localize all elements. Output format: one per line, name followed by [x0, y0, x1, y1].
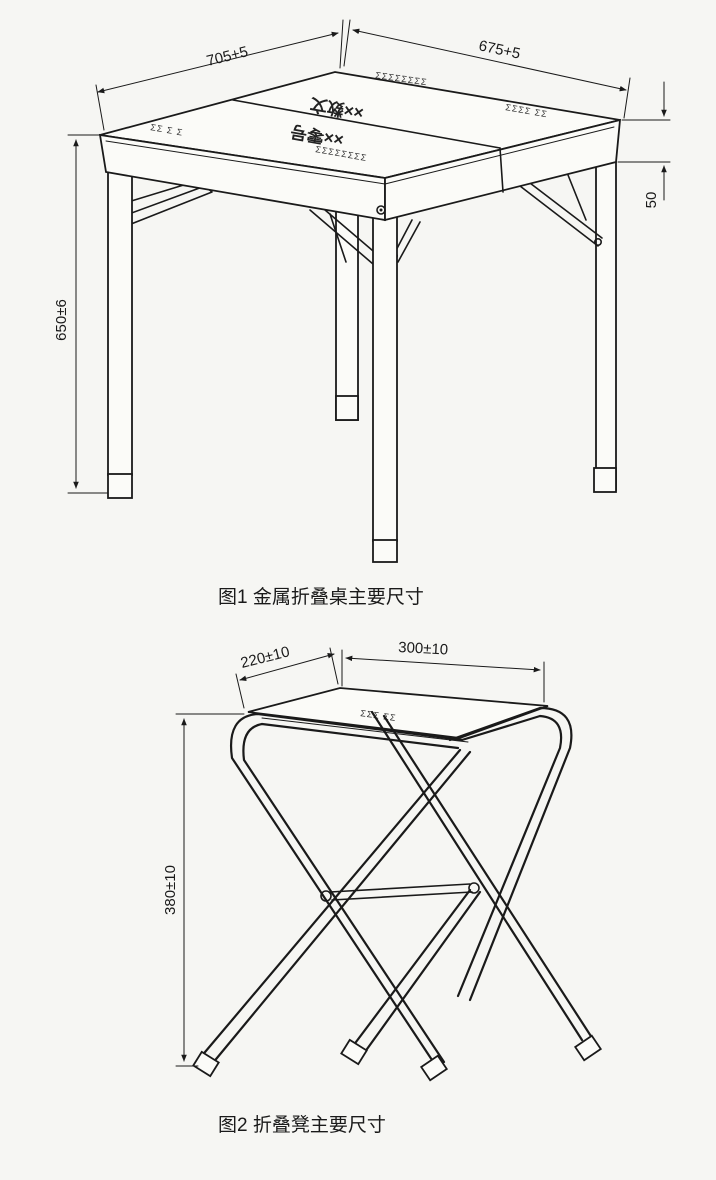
figure2-caption: 图2 折叠凳主要尺寸: [218, 1114, 386, 1136]
stool-back-frame: [448, 706, 573, 1002]
dim-height: 650±6: [53, 134, 109, 494]
stool-cross-legs: [198, 710, 598, 1066]
folding-stool-drawing: ΣΣΣ ΣΣ: [162, 639, 603, 1136]
stool-feet: [192, 1034, 603, 1082]
table-leg-front-center: [372, 214, 398, 563]
table-leg-back-right: [593, 149, 617, 493]
dim-stool-height-label: 380±10: [162, 865, 179, 915]
dim-stool-height: 380±10: [162, 713, 245, 1067]
dim-width-label: 705+5: [205, 43, 250, 70]
table-leg-front-left: [107, 169, 133, 499]
dim-stool-width: 300±10: [341, 639, 545, 703]
table-top: [98, 71, 622, 222]
folding-table-drawing: ××数文 ××零号 ΣΣΣΣΣΣΣΣ ΣΣΣΣΣΣΣΣ ΣΣΣΣ ΣΣ ΣΣ Σ…: [53, 19, 671, 608]
stool-seat: ΣΣΣ ΣΣ: [247, 687, 549, 743]
figure1-caption: 图1 金属折叠桌主要尺寸: [218, 586, 424, 608]
table-leg-back-center: [335, 199, 359, 421]
dim-thickness-label: 50: [643, 192, 660, 209]
stool-front-frame: [230, 712, 464, 1064]
dim-height-label: 650±6: [53, 299, 70, 341]
dim-stool-width-label: 300±10: [398, 639, 449, 659]
dim-thickness: 50: [617, 81, 671, 209]
